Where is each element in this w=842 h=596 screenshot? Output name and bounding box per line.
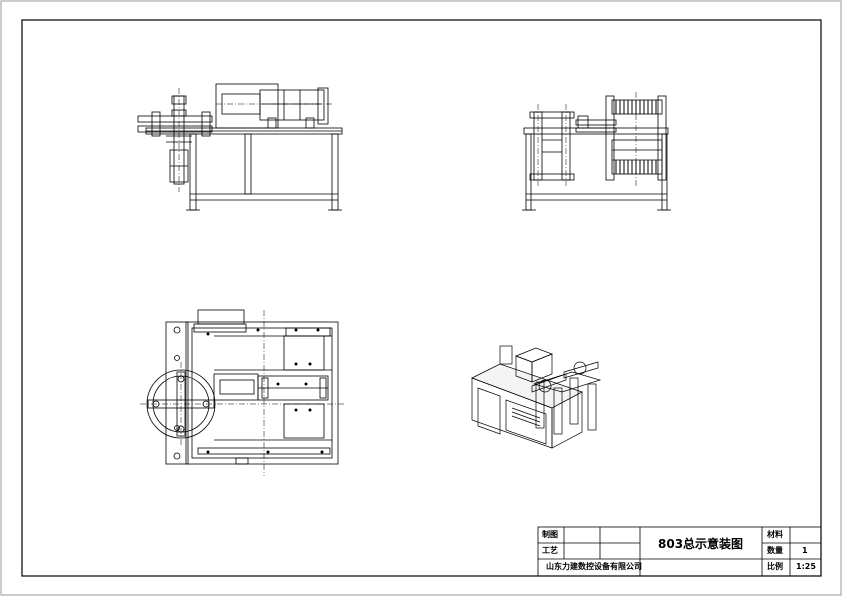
top-view xyxy=(146,309,339,465)
front-view xyxy=(137,83,343,211)
value-quantity: 1 xyxy=(802,546,808,555)
label-quantity: 数量 xyxy=(767,546,783,555)
side-view xyxy=(522,95,671,211)
drawing-title: 803总示意装图 xyxy=(658,537,744,551)
label-material: 材料 xyxy=(767,530,783,539)
label-gongyi: 工艺 xyxy=(542,546,558,555)
value-scale: 1:25 xyxy=(796,562,816,571)
drawing-frame xyxy=(21,19,822,577)
front-view-centerlines xyxy=(178,88,334,192)
side-view-centerlines xyxy=(537,92,637,186)
label-zhitu: 制图 xyxy=(542,530,558,539)
top-view-centerlines xyxy=(140,310,346,476)
isometric-view xyxy=(471,345,602,449)
title-block-grid xyxy=(537,526,822,577)
label-scale: 比例 xyxy=(767,562,783,571)
top-view-bolts xyxy=(206,328,324,454)
company-name: 山东力建数控设备有限公司 xyxy=(546,562,642,571)
